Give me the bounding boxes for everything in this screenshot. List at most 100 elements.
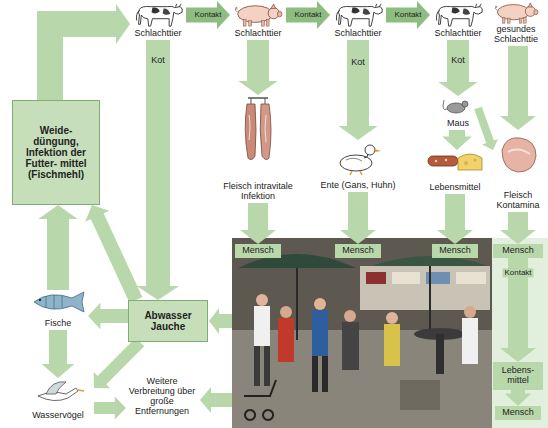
- flow-arrow: [38, 205, 77, 290]
- arrow-head: [116, 4, 130, 44]
- street-photo: [436, 334, 444, 374]
- street-photo: [312, 310, 328, 356]
- photo-arrow: [209, 308, 232, 334]
- node-text: Weide- düngung, Infektion der Futter- mi…: [18, 125, 94, 180]
- arrow-shaft: [447, 40, 469, 83]
- edge-label: Kontakt: [292, 10, 323, 19]
- human-node: Mensch: [495, 406, 541, 420]
- edge-label: Kot: [449, 55, 467, 65]
- flow-arrow: [42, 330, 75, 378]
- meat-icon: [502, 138, 536, 172]
- water-bird-icon: [78, 390, 84, 391]
- node-text: Fleisch intravitale Infektion: [222, 182, 294, 202]
- flow-arrow: [437, 194, 473, 244]
- fish-icon: [39, 299, 41, 301]
- edge-label: Kontakt: [192, 10, 223, 19]
- food-node: Lebens- mittel: [493, 362, 543, 390]
- arrow-shaft: [478, 108, 490, 142]
- street-photo: [366, 272, 386, 284]
- street-photo: [232, 238, 548, 428]
- flow-arrow: [340, 192, 376, 244]
- node-text: gesundes Schlachttie: [491, 25, 541, 45]
- node-text: Mensch: [242, 246, 274, 256]
- pig-icon: [495, 3, 538, 23]
- edge-label: Kot: [149, 55, 167, 65]
- arrow-head: [500, 230, 536, 244]
- arrow-head: [505, 394, 531, 406]
- arrow-head: [38, 205, 77, 219]
- node-text: Schlachttier: [434, 29, 481, 39]
- arrow-shaft: [146, 40, 170, 287]
- fish-icon: [34, 292, 84, 312]
- flow-arrow: [505, 390, 531, 406]
- arrow-head: [85, 205, 109, 222]
- duck-icon: [375, 149, 381, 152]
- arrow-head: [500, 348, 536, 362]
- node-text: Schlachttier: [234, 29, 281, 39]
- meat-icon: [502, 138, 536, 172]
- arrow-head: [88, 303, 100, 329]
- street-photo: [280, 306, 292, 318]
- pig-icon: [235, 4, 282, 26]
- node-text: Weitere Verbreitung über große Entfernun…: [128, 377, 196, 417]
- node-text: Mensch: [439, 246, 471, 256]
- arrow-head: [340, 230, 376, 244]
- arrow-shaft: [445, 194, 465, 231]
- duck-icon: [340, 155, 372, 171]
- mouse-icon: [443, 100, 447, 110]
- edge-label: Kontakt: [502, 268, 533, 277]
- street-photo: [456, 272, 486, 284]
- node-text: Schlachttier: [334, 29, 381, 39]
- arrow-head: [482, 139, 498, 150]
- duck-icon: [364, 154, 368, 158]
- animal-node: gesundes Schlachttie: [489, 0, 543, 46]
- mouse-icon: [462, 101, 468, 107]
- arrow-shaft: [348, 192, 368, 231]
- cattle-icon: [436, 4, 482, 26]
- arrow-head: [240, 230, 276, 244]
- food-icon: [445, 159, 447, 161]
- human-node: Mensch: [235, 244, 281, 258]
- street-photo: [278, 318, 294, 362]
- street-photo: [254, 306, 270, 346]
- arrow-head: [238, 81, 277, 95]
- flow-arrow: [286, 1, 330, 29]
- meat-icon: [508, 149, 530, 154]
- right-band: [492, 238, 548, 428]
- arrow-shaft: [508, 46, 528, 117]
- arrow-shaft: [100, 309, 128, 323]
- cattle-icon: [136, 4, 482, 26]
- street-photo: [400, 380, 440, 410]
- flow-arrow: [438, 40, 477, 96]
- carcass-icon: [249, 115, 266, 142]
- arrow-shaft: [511, 390, 525, 394]
- street-photo: [256, 294, 268, 306]
- arrow-head: [137, 286, 179, 300]
- arrow-head: [338, 126, 377, 140]
- node-text: Lebens- mittel: [495, 366, 541, 386]
- flow-arrow: [238, 40, 277, 95]
- street-photo: [322, 356, 328, 392]
- human-node: Mensch: [493, 244, 543, 258]
- photo-arrow: [200, 387, 232, 413]
- process-box: Abwasser Jauche: [128, 300, 208, 342]
- arrow-shaft: [347, 40, 369, 127]
- carcass-icon: [251, 98, 265, 104]
- source-node: Lebensmittel: [422, 150, 488, 194]
- duck-icon: [340, 145, 381, 175]
- source-node: Fleisch Kontamina: [493, 130, 543, 212]
- human-node: Mensch: [335, 244, 381, 258]
- food-icon: [435, 160, 437, 162]
- fish-icon: [46, 295, 62, 309]
- node-text: Mensch: [502, 408, 534, 418]
- street-photo: [360, 266, 490, 310]
- arrow-shaft: [102, 342, 140, 380]
- arrow-head: [500, 116, 536, 130]
- node-text: Mensch: [502, 246, 534, 256]
- node-text: Wasservögel: [32, 411, 84, 421]
- flow-arrow: [240, 203, 276, 244]
- animal-node: Wasservögel: [22, 378, 94, 422]
- street-photo: [384, 324, 400, 366]
- carcass-icon: [245, 104, 256, 160]
